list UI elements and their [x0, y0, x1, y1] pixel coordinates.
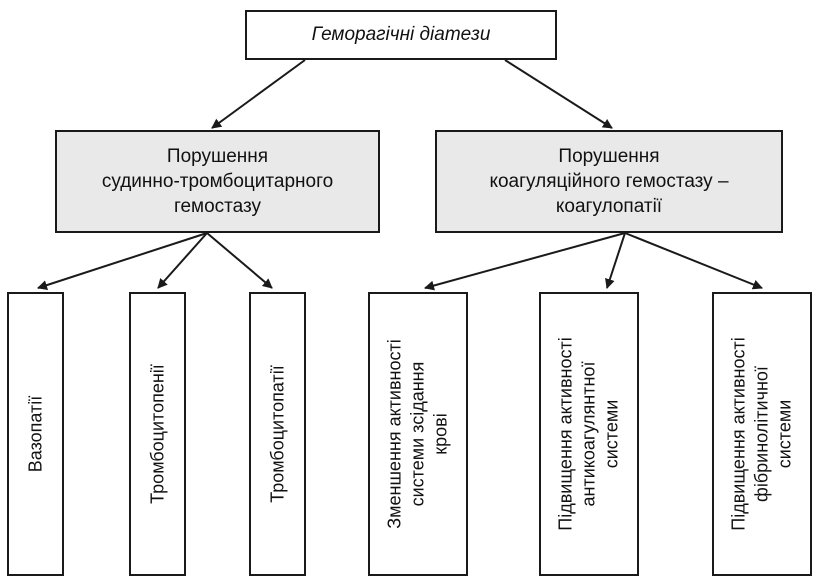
root-node-label: Геморагічні діатези	[311, 24, 491, 45]
leaf-node-line: антикоагулянтної	[578, 361, 599, 507]
arrow-to-thrombocytopenias	[157, 232, 208, 289]
leaf-node-anticoagulant-increase: Підвищення активності антикоагулянтної с…	[539, 292, 639, 576]
arrow-to-vasopathies	[37, 232, 208, 290]
leaf-node-line: крові	[430, 413, 451, 455]
leaf-node-line: фібринолітичної	[751, 366, 772, 502]
leaf-node-thrombocytopathies: Тромбоцитопатії	[249, 292, 306, 576]
leaf-node-fibrinolytic-increase: Підвищення активності фібринолітичної си…	[712, 292, 812, 576]
leaf-node-line: системи	[774, 399, 795, 469]
branch-node-line: коагуляційного гемостазу –	[489, 171, 729, 192]
branch-node-line: судинно-тромбоцитарного	[101, 171, 334, 192]
branch-node-coagulation: Порушення коагуляційного гемостазу – коа…	[435, 130, 783, 233]
arrow-to-anticoagulant-increase	[605, 232, 626, 289]
leaf-node-line: системи зсідання	[407, 361, 428, 507]
branch-node-line: Порушення	[558, 146, 660, 167]
leaf-node-line: Підвищення активності	[555, 337, 576, 531]
leaf-node-thrombocytopenias: Тромбоцитопенії	[129, 292, 186, 576]
arrow-root-to-coagulation	[504, 59, 613, 129]
branch-node-line: гемостазу	[173, 196, 262, 217]
leaf-node-line: Вазопатії	[25, 395, 45, 473]
arrow-root-to-vascular	[211, 59, 306, 129]
arrow-to-fibrinolytic-increase	[624, 232, 763, 290]
branch-node-vascular-platelet: Порушення судинно-тромбоцитарного гемост…	[55, 130, 380, 233]
branch-node-line: Порушення	[166, 146, 269, 167]
root-node-hemorrhagic-diatheses: Геморагічні діатези	[245, 10, 557, 60]
leaf-node-line: Тромбоцитопенії	[147, 364, 167, 504]
leaf-node-line: Зменшення активності	[384, 339, 405, 529]
leaf-node-vasopathies: Вазопатії	[7, 292, 64, 576]
arrow-to-coagulation-decrease	[424, 232, 626, 291]
leaf-node-line: Підвищення активності	[728, 337, 749, 531]
leaf-node-line: системи	[601, 399, 622, 469]
leaf-node-line: Тромбоцитопатії	[267, 365, 287, 503]
arrow-to-thrombocytopathies	[206, 232, 273, 289]
branch-node-line: коагулопатії	[555, 196, 663, 217]
leaf-node-coagulation-decrease: Зменшення активності системи зсідання кр…	[368, 292, 468, 576]
